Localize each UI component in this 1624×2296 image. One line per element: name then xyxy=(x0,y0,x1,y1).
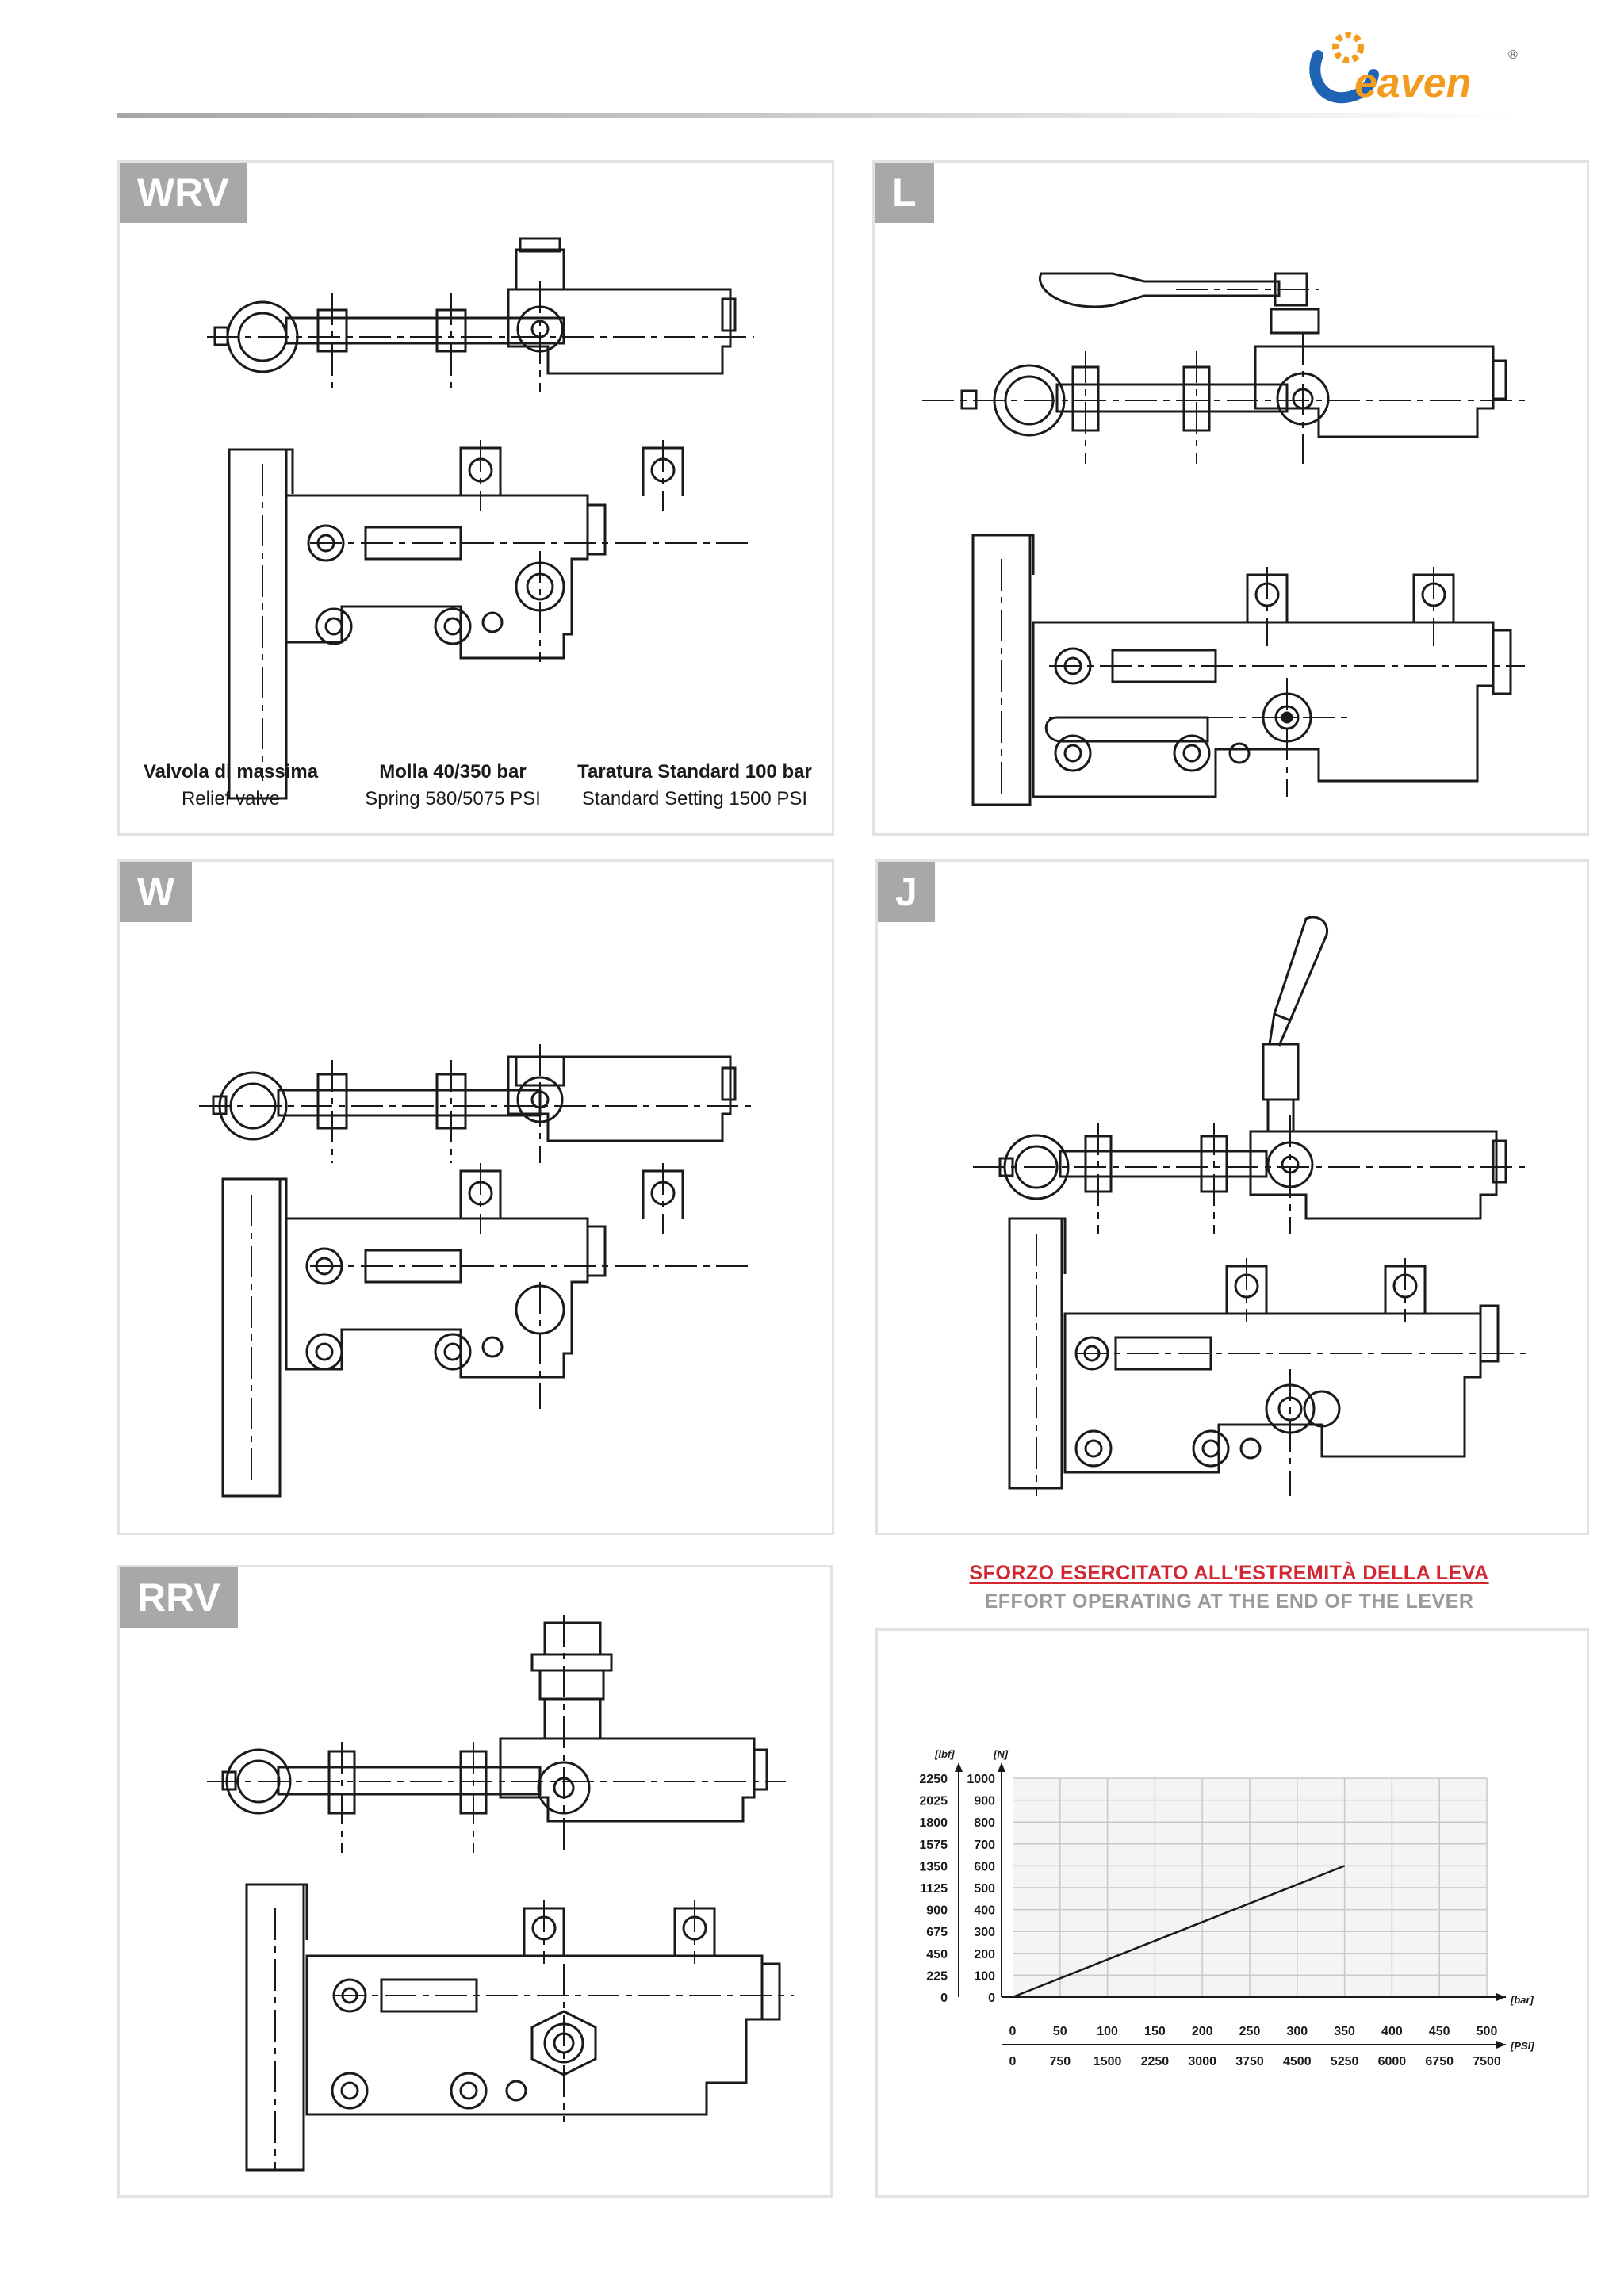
l-valve-drawing xyxy=(922,272,1525,806)
header-rule xyxy=(117,113,1513,118)
y-tick-n: 200 xyxy=(974,1948,995,1961)
x-unit-bar: [bar] xyxy=(1510,1994,1534,2006)
x-tick-psi: 2250 xyxy=(1141,2055,1170,2068)
panel-l: L xyxy=(872,160,1589,836)
x-tick-psi: 5250 xyxy=(1331,2055,1359,2068)
chart-heading-italian: SFORZO ESERCITATO ALL'ESTREMITÀ DELLA LE… xyxy=(969,1562,1489,1584)
panel-j: J xyxy=(875,859,1589,1535)
x-tick-psi: 6000 xyxy=(1378,2055,1407,2068)
x-tick-psi: 750 xyxy=(1049,2055,1071,2068)
y-tick-n: 700 xyxy=(974,1839,995,1852)
x-tick-bar: 150 xyxy=(1144,2025,1166,2038)
x-unit-psi: [PSI] xyxy=(1510,2040,1534,2052)
arrow-icon xyxy=(955,1762,963,1772)
rrv-valve-drawing xyxy=(207,1615,794,2172)
y-tick-lbf: 2025 xyxy=(919,1795,948,1808)
y-tick-lbf: 1800 xyxy=(919,1816,948,1830)
x-tick-psi: 6750 xyxy=(1425,2055,1454,2068)
y-tick-n: 500 xyxy=(974,1882,995,1896)
y-tick-n: 1000 xyxy=(967,1773,995,1786)
y-tick-lbf: 675 xyxy=(926,1926,948,1939)
x-tick-psi: 1500 xyxy=(1094,2055,1122,2068)
w-valve-drawing xyxy=(199,1044,754,1498)
y-tick-lbf: 0 xyxy=(940,1992,948,2005)
y-tick-lbf: 900 xyxy=(926,1904,948,1918)
y-tick-n: 900 xyxy=(974,1795,995,1808)
x-tick-bar: 250 xyxy=(1239,2025,1261,2038)
x-tick-bar: 100 xyxy=(1097,2025,1118,2038)
panel-label: W xyxy=(120,862,193,922)
chart-heading-english: EFFORT OPERATING AT THE END OF THE LEVER xyxy=(984,1590,1474,1613)
j-valve-drawing xyxy=(973,916,1528,1496)
x-tick-bar: 200 xyxy=(1192,2025,1213,2038)
x-tick-psi: 3000 xyxy=(1188,2055,1216,2068)
yeaven-logo: eaven ® xyxy=(1309,32,1518,106)
x-tick-bar: 50 xyxy=(1053,2025,1067,2038)
arrow-icon xyxy=(1496,2041,1506,2049)
y-tick-lbf: 1575 xyxy=(919,1839,948,1852)
x-tick-bar: 450 xyxy=(1429,2025,1450,2038)
panel-w: W xyxy=(117,859,834,1535)
panel-rrv: RRV xyxy=(117,1565,833,2198)
y-tick-lbf: 1125 xyxy=(920,1882,948,1896)
registered-mark: ® xyxy=(1508,48,1518,62)
y-tick-n: 800 xyxy=(974,1816,995,1830)
x-tick-psi: 0 xyxy=(1009,2055,1017,2068)
panel-label: J xyxy=(878,862,935,922)
brand-wordmark: eaven xyxy=(1354,60,1471,106)
y-tick-lbf: 225 xyxy=(926,1969,948,1983)
y-tick-n: 0 xyxy=(988,1992,995,2005)
wrv-valve-drawing xyxy=(207,237,754,800)
x-tick-bar: 300 xyxy=(1286,2025,1308,2038)
y-tick-lbf: 1350 xyxy=(919,1860,948,1873)
y-tick-n: 600 xyxy=(974,1860,995,1873)
y-tick-n: 100 xyxy=(974,1969,995,1983)
series-line xyxy=(1012,1865,1346,1999)
y-tick-lbf: 2250 xyxy=(919,1773,948,1786)
panel-label: RRV xyxy=(120,1567,238,1628)
x-tick-bar: 0 xyxy=(1009,2025,1017,2038)
y-tick-n: 400 xyxy=(974,1904,995,1918)
x-tick-psi: 3750 xyxy=(1235,2055,1264,2068)
panel-label: WRV xyxy=(120,163,247,223)
x-tick-bar: 350 xyxy=(1334,2025,1355,2038)
arrow-icon xyxy=(998,1762,1005,1772)
panel-label: L xyxy=(875,163,934,223)
arrow-icon xyxy=(1496,1993,1506,2001)
x-tick-psi: 7500 xyxy=(1473,2055,1501,2068)
x-tick-bar: 500 xyxy=(1477,2025,1498,2038)
y-tick-n: 300 xyxy=(974,1926,995,1939)
x-tick-bar: 400 xyxy=(1381,2025,1403,2038)
x-tick-psi: 4500 xyxy=(1283,2055,1312,2068)
y-unit-n: [N] xyxy=(993,1748,1009,1760)
y-unit-lbf: [lbf] xyxy=(934,1748,955,1760)
y-tick-lbf: 450 xyxy=(926,1948,948,1961)
